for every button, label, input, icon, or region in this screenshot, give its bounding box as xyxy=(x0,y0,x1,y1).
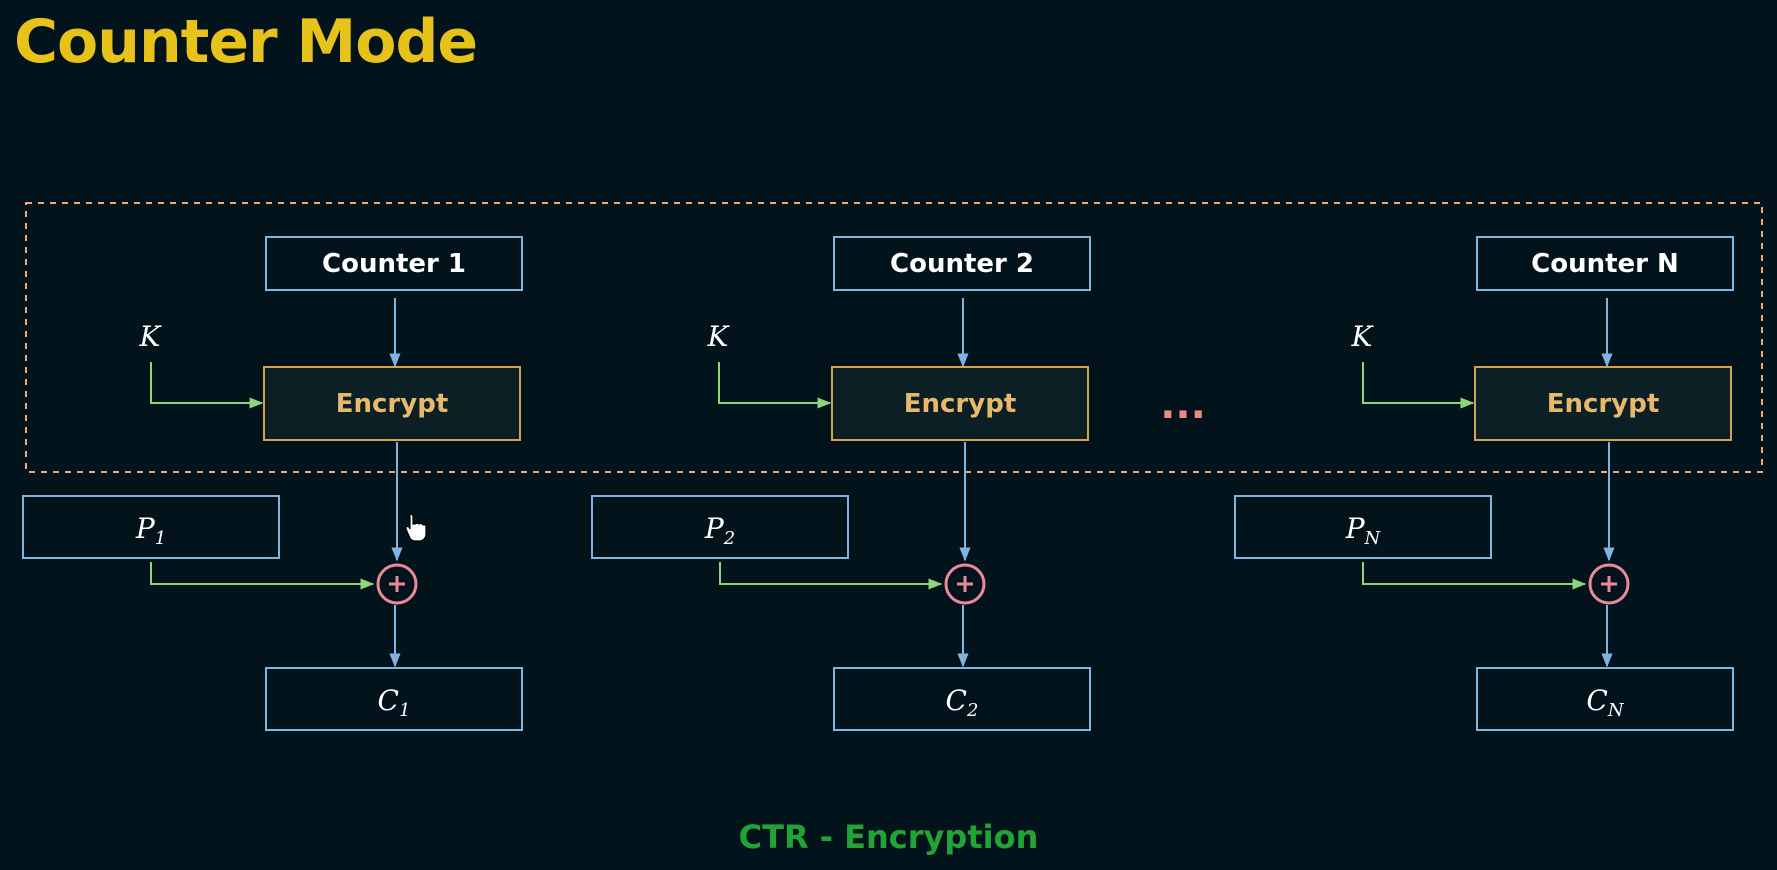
diagram-caption: CTR - Encryption xyxy=(738,818,1039,856)
xor-icon xyxy=(944,563,986,605)
ciphertext-label: C1 xyxy=(378,684,411,721)
counter-box xyxy=(1476,236,1734,291)
plaintext-label: PN xyxy=(1345,512,1382,549)
plaintext-box xyxy=(591,495,849,559)
dashed-frame xyxy=(25,202,1763,473)
ellipsis: ... xyxy=(1160,382,1206,428)
page-title: Counter Mode xyxy=(14,7,478,77)
ciphertext-box xyxy=(833,667,1091,731)
counter-box xyxy=(265,236,523,291)
key-label: K xyxy=(707,320,731,353)
counter-box xyxy=(833,236,1091,291)
plaintext-box xyxy=(1234,495,1492,559)
ciphertext-label: C2 xyxy=(946,684,979,721)
stage-1: Counter 1 K Encrypt P1 C1 xyxy=(22,236,523,731)
encrypt-box xyxy=(263,366,521,441)
ciphertext-box xyxy=(265,667,523,731)
counter-label: Counter 1 xyxy=(322,249,466,279)
encrypt-box xyxy=(1474,366,1732,441)
stage-2: Counter 2 K Encrypt P2 C2 xyxy=(591,236,1091,731)
encrypt-label: Encrypt xyxy=(336,389,449,419)
xor-icon xyxy=(1588,563,1630,605)
key-label: K xyxy=(139,320,163,353)
hand-cursor-icon xyxy=(405,513,427,542)
plaintext-label: P2 xyxy=(704,512,735,549)
encrypt-box xyxy=(831,366,1089,441)
counter-label: Counter 2 xyxy=(890,249,1034,279)
encrypt-label: Encrypt xyxy=(904,389,1017,419)
counter-label: Counter N xyxy=(1531,249,1679,279)
encrypt-label: Encrypt xyxy=(1547,389,1660,419)
plaintext-label: P1 xyxy=(135,512,166,549)
ciphertext-label: CN xyxy=(1586,684,1624,721)
stage-n: Counter N K Encrypt PN CN xyxy=(1234,236,1734,731)
xor-icon xyxy=(376,563,418,605)
plaintext-box xyxy=(22,495,280,559)
key-label: K xyxy=(1351,320,1375,353)
ciphertext-box xyxy=(1476,667,1734,731)
